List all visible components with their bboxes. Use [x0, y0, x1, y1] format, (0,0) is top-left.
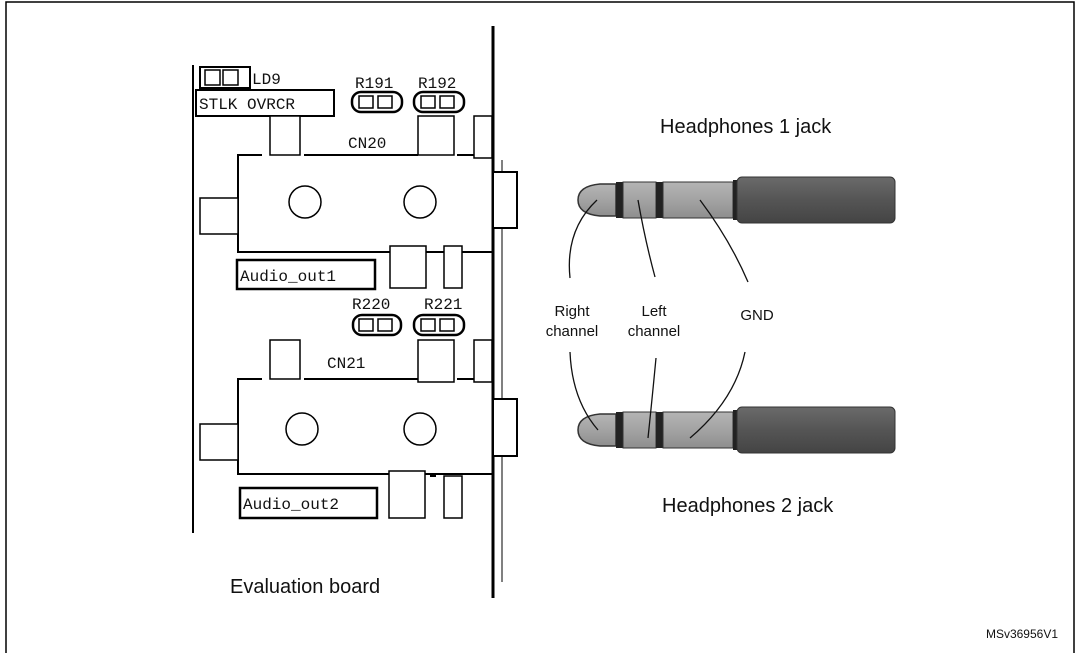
cn21-pin-top-left [269, 339, 301, 380]
cn20-body-outline [237, 154, 492, 253]
gnd-label: GND [740, 307, 774, 324]
ovrcr-label: STLK OVRCR [199, 96, 295, 114]
plug1-sleeve [662, 181, 734, 219]
leader-left-top [637, 199, 656, 278]
plug1-ring [622, 181, 657, 219]
cn21-hole-left [285, 412, 319, 446]
led-label: LD9 [252, 71, 281, 89]
resistor-label-r220: R220 [352, 296, 390, 314]
led-pad-right [222, 69, 239, 86]
leader-left-bottom [647, 357, 657, 439]
plug1-collar [733, 180, 739, 220]
cn21-pin-edge-top [473, 339, 493, 383]
ovrcr-box [195, 89, 335, 117]
headphones-1-plug [577, 176, 896, 224]
resistor-label-r192: R192 [418, 75, 456, 93]
cn21-pin-top-right [417, 339, 455, 383]
cn21-hole-right [403, 412, 437, 446]
cn20-jack-socket [492, 171, 518, 229]
figure-id: MSv36956V1 [986, 627, 1058, 641]
connector-cn20: CN20 [199, 115, 518, 289]
plug2-tip [577, 413, 617, 447]
r192-pad-b [439, 95, 455, 109]
headphones-2-plug [577, 406, 896, 454]
r191-pad-b [377, 95, 393, 109]
plug1-insulator-2 [656, 182, 663, 218]
leader-lines [568, 199, 749, 439]
audio-out1-box [235, 258, 377, 291]
figure-frame [5, 1, 1075, 653]
plug2-collar [733, 410, 739, 450]
led-pad-left [204, 69, 221, 86]
right-channel-label-line2: channel [546, 323, 599, 340]
plug2-ring [622, 411, 657, 449]
cn20-pin-bottom [389, 245, 427, 289]
headphones-1-label: Headphones 1 jack [660, 116, 832, 138]
cn21-body-outline [237, 378, 492, 475]
plug1-body [736, 176, 896, 224]
plug2-sleeve [662, 411, 734, 449]
plug2-body [736, 406, 896, 454]
leader-gnd-top [699, 199, 749, 283]
r220-pad-a [358, 318, 374, 332]
cn20-side-pin [199, 197, 239, 235]
audio-out2-label: Audio_out2 [243, 496, 339, 514]
r191-pad-a [358, 95, 374, 109]
leader-gnd-bottom [689, 351, 746, 439]
leader-right-top [568, 199, 598, 279]
cn21-pin-bottom-right [443, 475, 463, 519]
connector-cn21: CN21 [199, 339, 518, 519]
audio-out1-label: Audio_out1 [240, 268, 336, 286]
cn20-hole-right [403, 185, 437, 219]
audio-out2-box [238, 486, 379, 520]
r221-pad-a [420, 318, 436, 332]
cn20-hole-left [288, 185, 322, 219]
right-channel-label-line1: Right [554, 303, 590, 320]
evaluation-board: LD9 STLK OVRCR R191 R192 CN20 [192, 26, 518, 598]
cn20-label: CN20 [348, 135, 386, 153]
plug2-insulator-1 [616, 412, 623, 448]
cn21-label: CN21 [327, 355, 365, 373]
cn20-pin-top-right [417, 115, 455, 156]
board-caption: Evaluation board [230, 576, 380, 598]
cn20-pin-bottom-right [443, 245, 463, 289]
cn21-side-pin [199, 423, 239, 461]
left-channel-label-line2: channel [628, 323, 681, 340]
headphones-2-label: Headphones 2 jack [662, 495, 834, 517]
left-channel-label-line1: Left [641, 303, 667, 320]
r192-pad-a [420, 95, 436, 109]
plug2-insulator-2 [656, 412, 663, 448]
r220-pad-b [377, 318, 393, 332]
cn21-jack-socket [492, 398, 518, 457]
cn20-pin-edge-top [473, 115, 493, 159]
r221-pad-b [439, 318, 455, 332]
cn20-pin-top-left [269, 115, 301, 156]
resistor-label-r221: R221 [424, 296, 462, 314]
cn21-pin-bottom [388, 470, 426, 519]
resistor-label-r191: R191 [355, 75, 393, 93]
plug1-insulator-1 [616, 182, 623, 218]
leader-right-bottom [569, 351, 599, 431]
